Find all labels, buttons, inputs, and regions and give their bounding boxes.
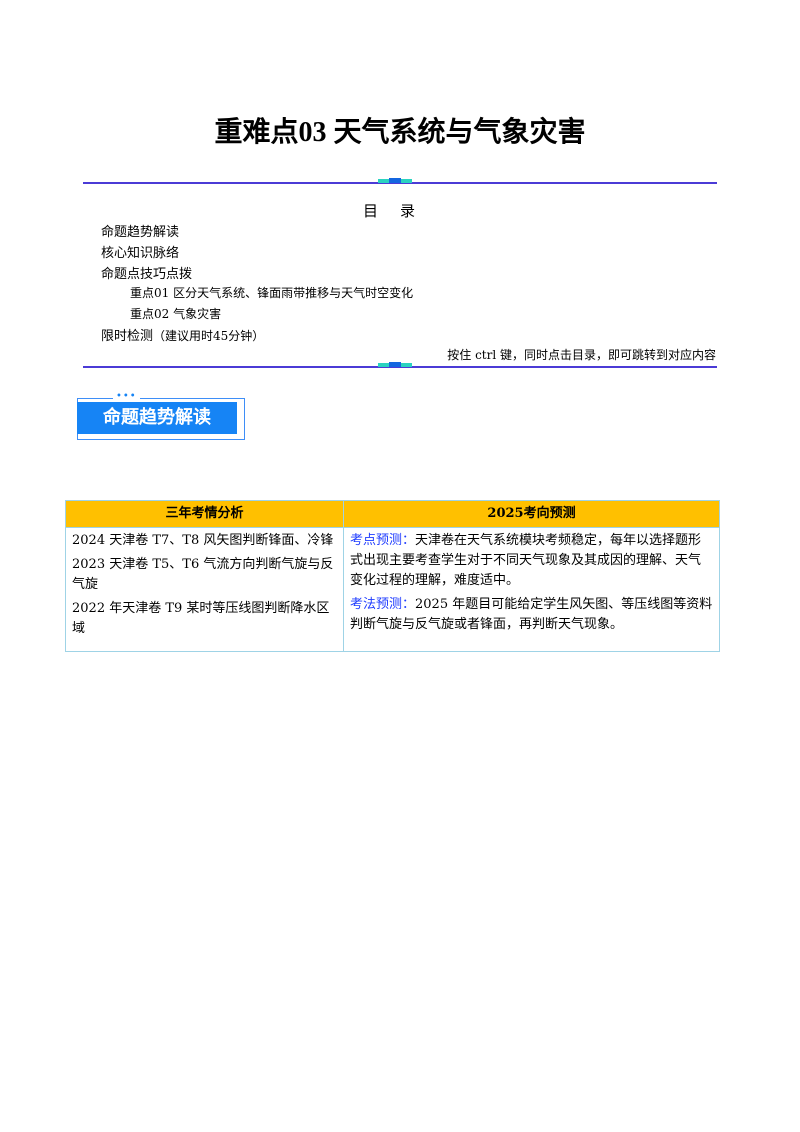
divider [83,178,717,184]
section-badge-label: 命题趋势解读 [77,402,237,434]
prediction-label: 考法预测： [350,597,416,612]
toc-item-note: （建议用时45分钟） [153,329,265,343]
toc-item[interactable]: 核心知识脉络 [101,246,180,261]
prediction-label: 考点预测： [350,533,416,548]
table-cell-right: 考点预测：天津卷在天气系统模块考频稳定，每年以选择题形式出现主要考查学生对于不同… [343,527,720,652]
toc-sub-item[interactable]: 重点01 区分天气系统、锋面雨带推移与天气时空变化 [130,286,414,300]
toc-item[interactable]: 限时检测（建议用时45分钟） [101,325,264,344]
section-badge: 命题趋势解读 [77,398,245,440]
table-header: 三年考情分析 [65,500,344,528]
toc-item[interactable]: 命题点技巧点拨 [101,267,193,282]
toc-heading: 目录 [362,202,437,220]
toc-item-label: 限时检测 [101,329,154,344]
exam-item: 2022 年天津卷 T9 某时等压线图判断降水区域 [72,601,330,636]
toc-sub-item[interactable]: 重点02 气象灾害 [130,307,222,321]
page-title: 重难点03 天气系统与气象灾害 [214,117,586,148]
prediction-text: 2025 年题目可能给定学生风矢图、等压线图等资料判断气旋与反气旋或者锋面，再判… [350,597,713,632]
toc-item[interactable]: 命题趋势解读 [101,225,180,240]
prediction-text: 天津卷在天气系统模块考频稳定，每年以选择题形式出现主要考查学生对于不同天气现象及… [350,533,702,588]
prediction: 考法预测：2025 年题目可能给定学生风矢图、等压线图等资料判断气旋与反气旋或者… [350,595,713,635]
prediction: 考点预测：天津卷在天气系统模块考频稳定，每年以选择题形式出现主要考查学生对于不同… [350,531,713,591]
toc-hint: 按住 ctrl 键，同时点击目录，即可跳转到对应内容 [447,348,716,362]
exam-item: 2024 天津卷 T7、T8 风矢图判断锋面、冷锋 [72,533,334,548]
divider [83,362,717,368]
table-cell-left: 2024 天津卷 T7、T8 风矢图判断锋面、冷锋 2023 天津卷 T5、T6… [65,527,344,652]
exam-item: 2023 天津卷 T5、T6 气流方向判断气旋与反气旋 [72,557,334,592]
table-header: 2025考向预测 [343,500,720,528]
dots-decoration: ••• [113,392,140,402]
